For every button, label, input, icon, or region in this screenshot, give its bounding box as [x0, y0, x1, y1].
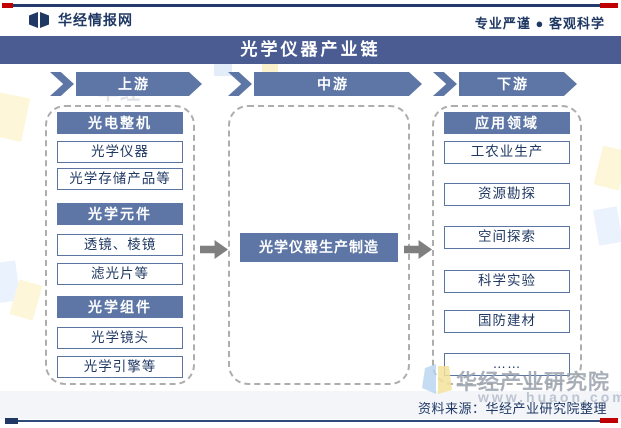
upstream-content: 光电整机 光学仪器 光学存储产品等 光学元件 透镜、棱镜 滤光片等 光学组件 光… [47, 107, 193, 378]
huajing-logo-icon [29, 12, 49, 28]
top-accent-line [2, 4, 618, 7]
top-accent-red-cap-left [2, 3, 13, 8]
stage-label: 下游 [497, 76, 529, 92]
chain-item: 光学镜头 [57, 327, 183, 349]
flow-arrow-icon [200, 240, 228, 259]
stage-banner-upstream: 上游 [76, 72, 202, 96]
group-header: 光学元件 [57, 203, 183, 225]
source-note: 资料来源：华经产业研究院整理 [417, 401, 607, 416]
watermark-shape [593, 206, 621, 246]
stage-banner-midstream: 中游 [254, 72, 422, 96]
downstream-content: 应用领域 工农业生产 资源勘探 空间探索 科学实验 国防建材 …… [434, 107, 580, 376]
footer-strip [0, 391, 621, 419]
bottom-accent-navy-cap [5, 418, 18, 424]
chevron-icon [50, 72, 74, 96]
chain-item: 光学仪器 [57, 141, 183, 163]
slogan-text: 专业严谨 ● 客观科学 [474, 16, 605, 31]
chain-item: 科学实验 [444, 270, 570, 293]
chevron-icon [433, 72, 457, 96]
watermark-book-icon [422, 364, 452, 394]
watermark-site: www.huaon.com [478, 389, 621, 405]
chain-item: 工农业生产 [444, 141, 570, 164]
chain-item: 滤光片等 [57, 263, 183, 285]
bottom-accent-red-cap [600, 418, 618, 423]
page-title: 光学仪器产业链 [0, 36, 621, 64]
midstream-panel [228, 105, 410, 385]
group-header: 光学组件 [57, 296, 183, 318]
brand: 华经情报网 [28, 10, 133, 30]
downstream-panel: 应用领域 工农业生产 资源勘探 空间探索 科学实验 国防建材 …… [432, 105, 582, 385]
group-header: 应用领域 [444, 112, 570, 134]
bottom-accent-line [5, 420, 618, 422]
watermark-shape [0, 92, 31, 142]
watermark-shape [593, 145, 621, 191]
midstream-box: 光学仪器生产制造 [240, 233, 398, 262]
watermark-shape [262, 62, 278, 75]
upstream-panel: 光电整机 光学仪器 光学存储产品等 光学元件 透镜、棱镜 滤光片等 光学组件 光… [45, 105, 195, 385]
stage-label: 上游 [118, 76, 150, 92]
top-accent-red-cap-right [600, 3, 618, 8]
stage-label: 中游 [317, 76, 349, 92]
chain-item: 光学存储产品等 [57, 168, 183, 190]
chain-item: 国防建材 [444, 310, 570, 333]
chain-item: …… [444, 353, 570, 376]
chain-item: 光学引擎等 [57, 356, 183, 378]
chain-item: 资源勘探 [444, 183, 570, 206]
watermark-shape [214, 64, 232, 76]
group-header: 光电整机 [57, 112, 183, 134]
brand-name: 华经情报网 [58, 12, 133, 28]
chain-item: 空间探索 [444, 226, 570, 249]
watermark-name: 华经产业研究院 [456, 371, 610, 394]
stage-banner-downstream: 下游 [459, 72, 577, 96]
chain-item: 透镜、棱镜 [57, 234, 183, 256]
